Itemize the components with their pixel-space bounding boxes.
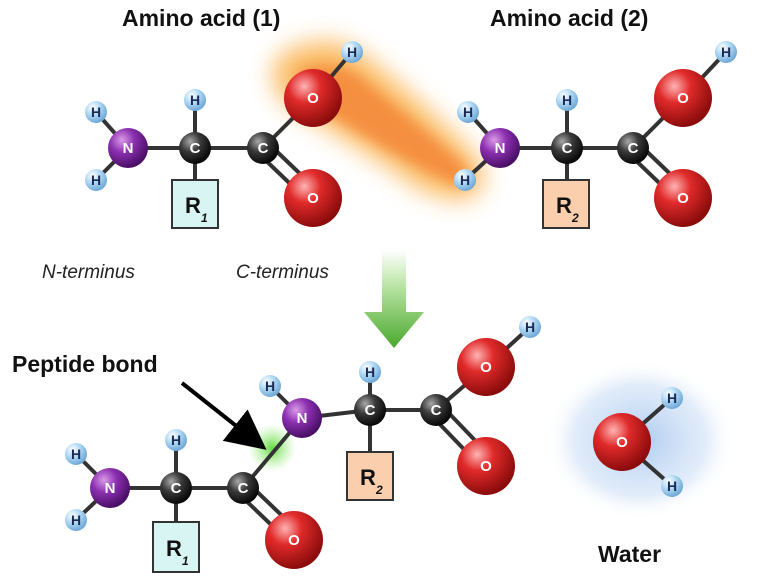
hydrogen-label: H bbox=[71, 446, 81, 462]
oxygen-label: O bbox=[677, 90, 689, 107]
hydrogen-atom bbox=[65, 509, 87, 531]
hydrogen-atom bbox=[341, 41, 363, 63]
r1-label: R bbox=[185, 193, 201, 218]
carbon-label: C bbox=[190, 140, 201, 157]
carbon-label: C bbox=[365, 402, 376, 419]
r1-box bbox=[152, 521, 200, 573]
hydrogen-atom bbox=[454, 169, 476, 191]
hydrogen-atom bbox=[165, 429, 187, 451]
oxygen-atom bbox=[654, 69, 712, 127]
oxygen-label: O bbox=[288, 532, 300, 549]
r1-box bbox=[171, 179, 219, 229]
hydrogen-label: H bbox=[365, 364, 375, 380]
oxygen-atom bbox=[265, 511, 323, 569]
r2-subscript: 2 bbox=[375, 483, 383, 497]
nitrogen-atom bbox=[480, 128, 520, 168]
peptide-bond-pointer bbox=[180, 381, 267, 450]
hydrogen-label: H bbox=[667, 390, 677, 406]
hydrogen-label: H bbox=[71, 512, 81, 528]
hydrogen-atom bbox=[661, 475, 683, 497]
hydrogen-label: H bbox=[525, 319, 535, 335]
carbon-label: C bbox=[628, 140, 639, 157]
hydrogen-atom bbox=[65, 443, 87, 465]
oxygen-label: O bbox=[307, 190, 319, 207]
carbon-label: C bbox=[562, 140, 573, 157]
carbon-atom bbox=[160, 472, 192, 504]
hydrogen-atom bbox=[184, 89, 206, 111]
amino-acid-1: R 1 H H H H N C C O O bbox=[85, 41, 363, 229]
c-terminus-label: C-terminus bbox=[236, 262, 329, 283]
hydrogen-label: H bbox=[91, 172, 101, 188]
oxygen-atom bbox=[654, 169, 712, 227]
water-label: Water bbox=[598, 541, 661, 567]
hydrogen-atom bbox=[259, 375, 281, 397]
n-terminus-label: N-terminus bbox=[42, 262, 135, 283]
nitrogen-atom bbox=[108, 128, 148, 168]
hydrogen-label: H bbox=[460, 172, 470, 188]
hydrogen-label: H bbox=[562, 92, 572, 108]
oxygen-atom bbox=[457, 338, 515, 396]
oxygen-label: O bbox=[480, 359, 492, 376]
oxygen-label: O bbox=[616, 434, 628, 451]
oxygen-atom bbox=[593, 413, 651, 471]
carbon-atom bbox=[179, 132, 211, 164]
hydrogen-atom bbox=[556, 89, 578, 111]
hydrogen-label: H bbox=[463, 104, 473, 120]
oxygen-atom bbox=[284, 169, 342, 227]
nitrogen-label: N bbox=[123, 140, 134, 157]
carbon-label: C bbox=[171, 480, 182, 497]
hydrogen-label: H bbox=[347, 44, 357, 60]
peptide-bond-label: Peptide bond bbox=[12, 351, 158, 377]
amino-acid-1-title: Amino acid (1) bbox=[122, 5, 280, 31]
amino-acid-2-title: Amino acid (2) bbox=[490, 5, 648, 31]
carbon-label: C bbox=[431, 402, 442, 419]
hydrogen-label: H bbox=[667, 478, 677, 494]
carbon-atom bbox=[227, 472, 259, 504]
r2-box bbox=[346, 451, 394, 501]
carbon-atom bbox=[247, 132, 279, 164]
nitrogen-label: N bbox=[105, 480, 116, 497]
hydrogen-atom bbox=[359, 361, 381, 383]
nitrogen-label: N bbox=[495, 140, 506, 157]
hydrogen-label: H bbox=[190, 92, 200, 108]
amino-acid-2: R 2 H H H H N C C O O bbox=[454, 41, 737, 229]
r2-subscript: 2 bbox=[571, 211, 579, 225]
r2-label: R bbox=[360, 465, 376, 490]
oxygen-label: O bbox=[307, 90, 319, 107]
nitrogen-atom bbox=[282, 398, 322, 438]
hydrogen-label: H bbox=[91, 104, 101, 120]
nitrogen-label: N bbox=[297, 410, 308, 427]
hydrogen-atom bbox=[85, 169, 107, 191]
oxygen-atom bbox=[284, 69, 342, 127]
oxygen-atom bbox=[457, 437, 515, 495]
carbon-atom bbox=[420, 394, 452, 426]
oxygen-label: O bbox=[677, 190, 689, 207]
r1-subscript: 1 bbox=[201, 211, 208, 225]
reaction-arrow bbox=[364, 250, 424, 348]
oxygen-label: O bbox=[480, 458, 492, 475]
carbon-atom bbox=[617, 132, 649, 164]
dipeptide: R 1 R 2 H H H H H H N C C O N C C O O bbox=[65, 316, 541, 573]
r2-label: R bbox=[556, 193, 572, 218]
hydrogen-label: H bbox=[721, 44, 731, 60]
hydrogen-atom bbox=[661, 387, 683, 409]
carbon-atom bbox=[354, 394, 386, 426]
r2-box bbox=[542, 179, 590, 229]
hydrogen-atom bbox=[715, 41, 737, 63]
hydrogen-label: H bbox=[265, 378, 275, 394]
r1-label: R bbox=[166, 536, 182, 561]
hydrogen-atom bbox=[457, 101, 479, 123]
carbon-label: C bbox=[258, 140, 269, 157]
hydrogen-atom bbox=[85, 101, 107, 123]
hydrogen-label: H bbox=[171, 432, 181, 448]
carbon-label: C bbox=[238, 480, 249, 497]
hydrogen-atom bbox=[519, 316, 541, 338]
carbon-atom bbox=[551, 132, 583, 164]
r1-subscript: 1 bbox=[182, 554, 189, 568]
water-molecule: H H O bbox=[593, 387, 683, 497]
nitrogen-atom bbox=[90, 468, 130, 508]
